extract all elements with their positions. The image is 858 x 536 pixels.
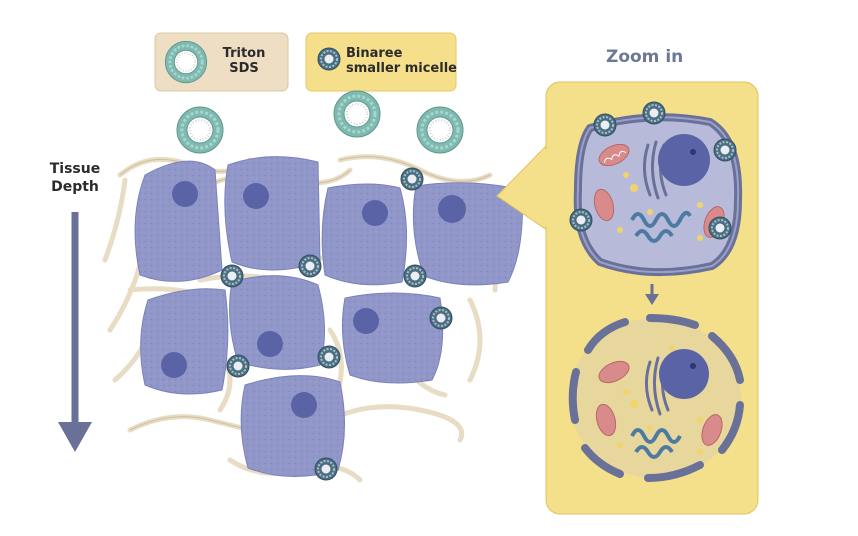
small-micelle-icon	[317, 47, 341, 71]
depth-axis-label: Tissue Depth	[49, 161, 101, 195]
tissue-cell	[229, 275, 325, 370]
micelle-small	[220, 264, 244, 288]
tissue-cell	[224, 156, 321, 271]
permeabilized-cell	[568, 314, 744, 482]
micelle-large	[175, 105, 225, 155]
tissue-cell	[341, 292, 444, 384]
micelle-large	[332, 89, 382, 139]
micelle-small	[429, 306, 453, 330]
micelle-small	[314, 457, 338, 481]
micelle-small	[317, 345, 341, 369]
zoom-title: Zoom in	[606, 47, 684, 67]
micelle-small	[298, 254, 322, 278]
legend-label-triton: Triton SDS	[222, 46, 266, 76]
tissue-cell	[134, 160, 223, 282]
intact-cell	[569, 101, 743, 277]
micelle-small	[400, 167, 424, 191]
large-micelle-icon	[163, 39, 209, 85]
tissue-cell	[140, 288, 229, 395]
legend-label-binaree: Binaree smaller micelle	[346, 46, 457, 76]
tissue-cell	[321, 183, 407, 286]
tissue-cell	[240, 375, 345, 477]
micelle-small	[403, 264, 427, 288]
tissue-cell	[412, 182, 523, 286]
micelle-large	[415, 105, 465, 155]
depth-arrow-head	[58, 422, 92, 452]
micelle-small	[226, 354, 250, 378]
legend-box-binaree	[305, 32, 457, 92]
